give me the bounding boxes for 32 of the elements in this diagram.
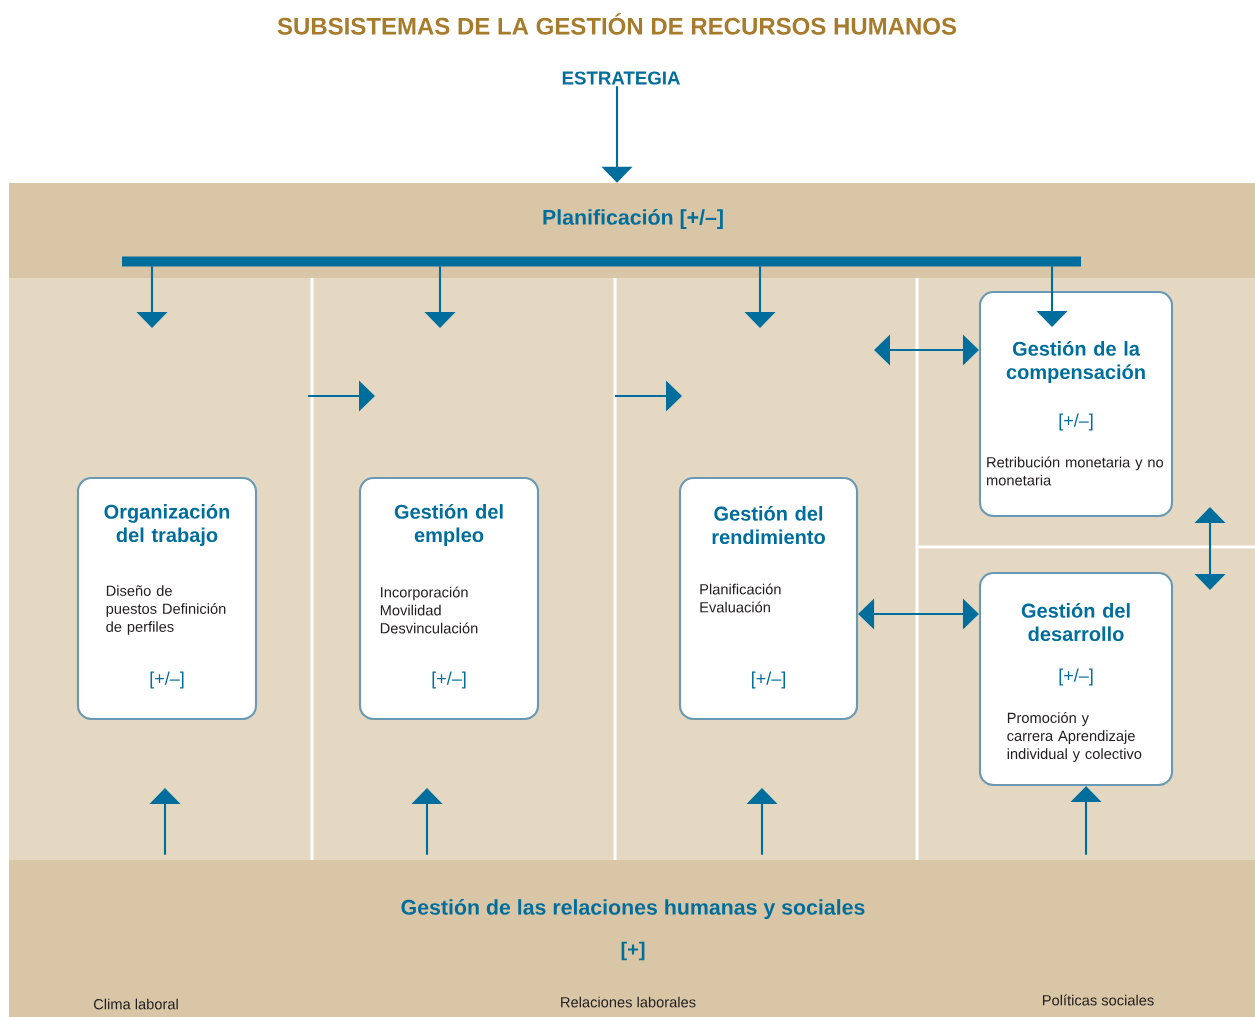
band-title: Planificación [+/–] — [543, 208, 723, 230]
status-tag: [+/–] — [150, 671, 184, 689]
process-box — [76, 476, 258, 721]
band — [9, 183, 1255, 278]
band-title: Gestión de las relaciones humanas y sociales — [401, 899, 865, 920]
item-list: Incorporación Movilidad Desvinculación — [380, 586, 478, 634]
item-list: Retribución monetaria y no monetaria — [987, 456, 1164, 486]
box-title: Gestión del rendimiento — [712, 505, 825, 545]
arrow — [858, 598, 979, 630]
process-box — [678, 476, 859, 721]
box-title: Gestión de la compensación — [1006, 340, 1145, 384]
box-title: Gestión del desarrollo — [1021, 602, 1130, 642]
status-tag: [+/–] — [752, 671, 785, 689]
arrow — [874, 334, 979, 366]
process-box — [358, 476, 540, 721]
status-tag: [+/–] — [1059, 413, 1093, 431]
box-title: Organización del trabajo — [104, 503, 230, 547]
process-box — [978, 571, 1174, 787]
box-title: Gestión del empleo — [394, 503, 503, 547]
item-list: Diseño de puestos Definición de perfiles — [106, 585, 226, 635]
band-item: Clima laboral — [93, 998, 178, 1010]
band-item: Políticas sociales — [1043, 994, 1154, 1006]
item-list: Promoción y carrera Aprendizaje individual y colectivo — [1007, 712, 1142, 762]
title: SUBSISTEMAS DE LA GESTIÓN DE RECURSOS HUMANOS — [277, 13, 957, 35]
status-tag: [+] — [621, 941, 645, 961]
item-list: Planificación Evaluación — [700, 583, 781, 613]
heading-label: ESTRATEGIA — [562, 71, 680, 85]
status-tag: [+/–] — [1059, 668, 1093, 686]
status-tag: [+/–] — [432, 671, 466, 689]
band — [9, 860, 1255, 1017]
band-item: Relaciones laborales — [561, 996, 696, 1008]
process-box — [978, 290, 1174, 518]
